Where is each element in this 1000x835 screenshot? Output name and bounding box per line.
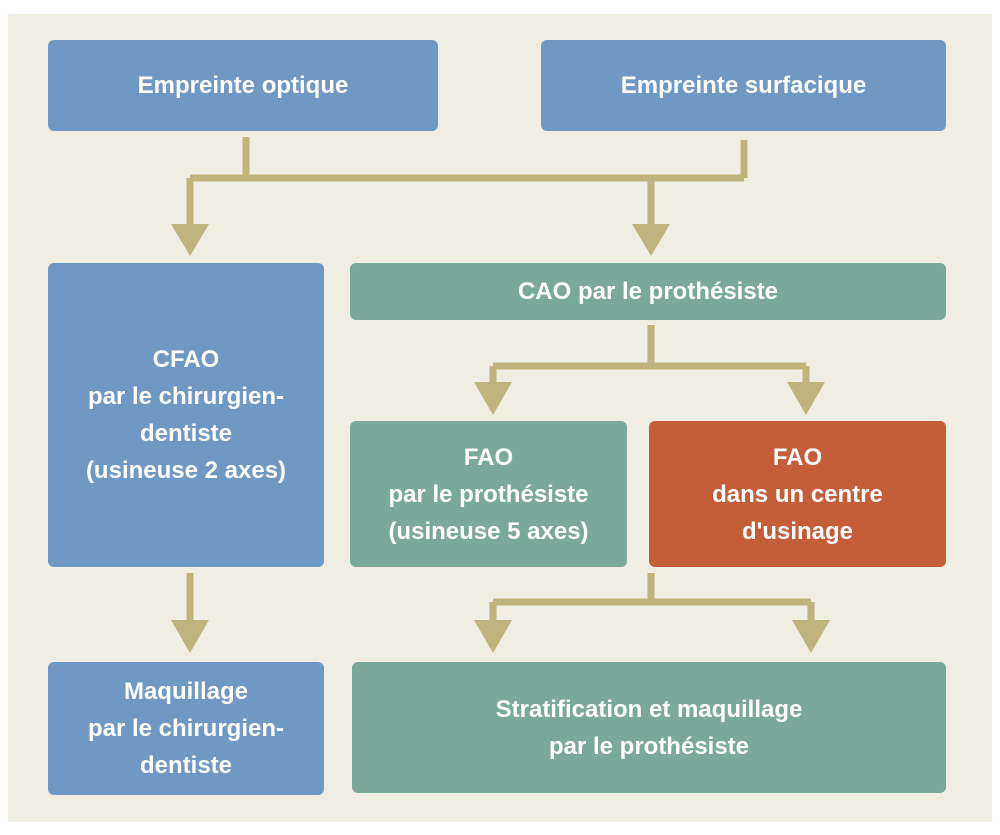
node-label: Stratification et maquillage [495, 695, 803, 723]
node-label: Maquillage [123, 678, 248, 705]
node-fao-centre-usinage: FAO dans un centre d'usinage [649, 421, 946, 567]
arrowhead-to-cfao [171, 224, 209, 256]
arrowhead-to-fao-prothesiste [474, 382, 512, 415]
arrowhead-to-strat-right [792, 620, 830, 653]
node-empreinte-optique: Empreinte optique [48, 40, 438, 131]
node-label: par le prothésiste [548, 732, 750, 760]
node-stratification: Stratification et maquillage par le prot… [352, 662, 946, 793]
node-label: (usineuse 5 axes) [388, 517, 589, 545]
node-cao: CAO par le prothésiste [350, 263, 946, 320]
node-label: d'usinage [741, 517, 854, 545]
node-label: CAO par le prothésiste [517, 278, 779, 305]
node-empreinte-surfacique: Empreinte surfacique [541, 40, 946, 131]
node-label: (usineuse 2 axes) [85, 457, 287, 484]
arrowhead-to-strat-left [474, 620, 512, 653]
node-label: dentiste [139, 752, 232, 779]
node-label: par le chirurgien- [87, 383, 285, 410]
node-label: par le prothésiste [388, 480, 589, 508]
node-fao-prothesiste: FAO par le prothésiste (usineuse 5 axes) [350, 421, 627, 567]
node-label: par le chirurgien- [87, 715, 285, 742]
arrowhead-to-cao [632, 224, 670, 256]
node-label: FAO [772, 443, 823, 471]
node-label: Empreinte surfacique [620, 72, 867, 99]
node-cfao: CFAO par le chirurgien- dentiste (usineu… [48, 263, 324, 567]
node-maquillage: Maquillage par le chirurgien- dentiste [48, 662, 324, 795]
arrowhead-to-fao-centre [787, 382, 825, 415]
node-label: dentiste [139, 420, 232, 447]
node-label: FAO [463, 443, 514, 471]
node-label: CFAO [152, 346, 220, 373]
node-label: dans un centre [712, 480, 883, 508]
node-label: Empreinte optique [137, 72, 349, 99]
arrowhead-to-maquillage [171, 620, 209, 653]
